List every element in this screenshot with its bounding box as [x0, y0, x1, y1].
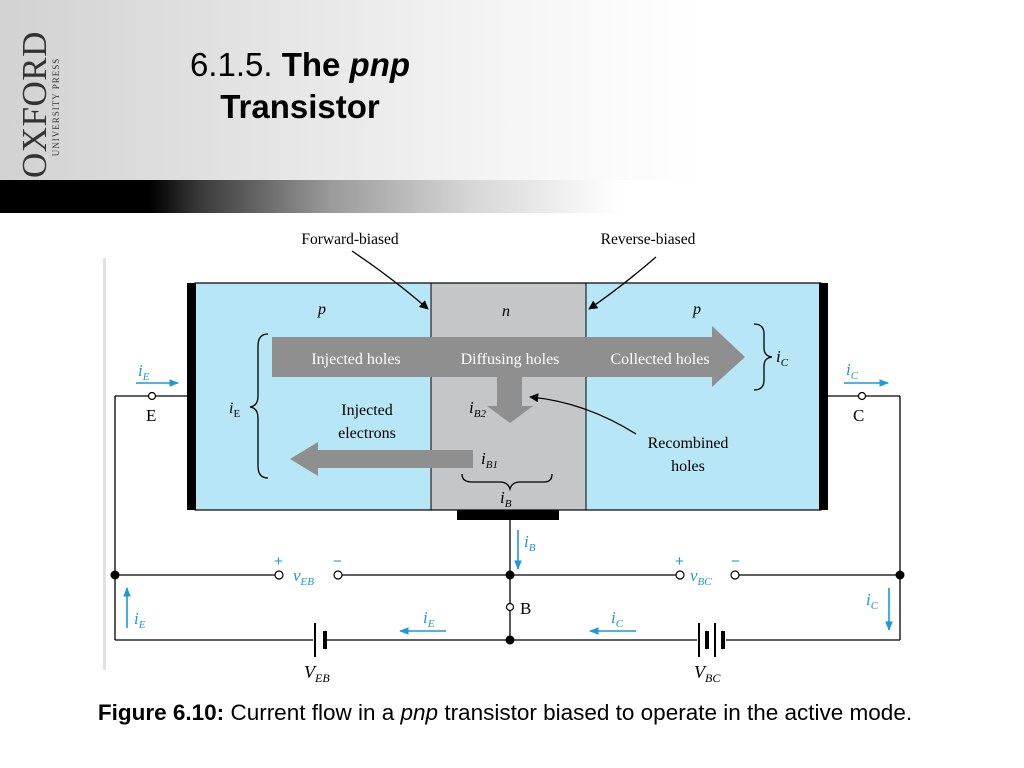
caption-text-after: transistor biased to operate in the acti…	[438, 700, 913, 725]
injected-electrons-label-2: electrons	[338, 425, 396, 442]
title-pnp: pnp	[349, 46, 411, 83]
slide-title: 6.1.5. The pnp Transistor	[150, 44, 450, 128]
ib2-label: iB2	[469, 398, 486, 420]
ic-brace-label: iC	[776, 347, 789, 369]
injected-holes-label: Injected holes	[311, 351, 400, 368]
region-label-p-left: p	[317, 301, 326, 318]
ie-left-label: iE	[134, 609, 146, 631]
base-contact	[457, 510, 559, 520]
region-label-n: n	[502, 303, 510, 320]
junction-dot-center	[505, 570, 515, 580]
vbc-minus-sign: −	[731, 553, 740, 570]
oxford-logo: OXFORD UNIVERSITY PRESS	[15, 18, 62, 178]
junction-dot-right	[895, 570, 905, 580]
ib1-label: iB1	[481, 449, 498, 471]
pnp-transistor-diagram: p n p Injected holes Diffusing holes Col…	[103, 231, 905, 685]
veb-plus-sign: +	[274, 553, 283, 570]
base-terminal	[505, 602, 515, 612]
ie-top-label: iE	[138, 361, 150, 383]
diffusing-holes-label: Diffusing holes	[461, 351, 560, 368]
forward-biased-pointer	[351, 250, 429, 310]
veb-minus-sign: −	[333, 553, 342, 570]
recombined-label-1: Recombined	[648, 435, 729, 452]
injected-electrons-label-1: Injected	[341, 402, 393, 419]
caption-pnp: pnp	[400, 700, 439, 725]
figure-caption: Figure 6.10: Current flow in a pnp trans…	[0, 700, 1010, 726]
recombined-pointer	[529, 393, 637, 435]
title-number: 6.1.5.	[189, 46, 273, 83]
ib-current-label: iB	[524, 532, 536, 554]
ic-bottom-label: iC	[611, 608, 624, 630]
recombination-arrow	[487, 377, 533, 423]
header-background	[0, 0, 1024, 180]
caption-label: Figure 6.10:	[97, 700, 225, 725]
title-transistor: Transistor	[220, 88, 380, 125]
header-band	[0, 180, 1024, 213]
recombined-label-2: holes	[671, 458, 705, 475]
ic-right-label: iC	[866, 590, 879, 612]
ic-brace	[753, 323, 773, 391]
forward-biased-label: Forward-biased	[301, 231, 399, 248]
guide-line	[103, 258, 106, 670]
veb-label: vEB	[293, 566, 314, 588]
p-emitter-region	[195, 283, 431, 510]
vbc-plus-sign: +	[675, 553, 684, 570]
reverse-biased-pointer	[588, 256, 657, 310]
collector-terminal	[857, 391, 867, 401]
emitter-contact	[187, 283, 196, 510]
base-label: B	[520, 599, 531, 618]
collected-holes-label: Collected holes	[610, 351, 709, 368]
vbc-minus-terminal	[730, 570, 740, 580]
ic-top-label: iC	[846, 360, 859, 382]
vbc-label: vBC	[690, 566, 712, 588]
region-label-p-right: p	[692, 301, 701, 318]
reverse-biased-label: Reverse-biased	[601, 231, 696, 248]
ie-bottom-label: iE	[423, 608, 435, 630]
hole-flow-arrow	[272, 326, 745, 387]
p-collector-region	[586, 283, 821, 510]
electron-flow-arrow	[290, 442, 473, 476]
ie-brace	[249, 333, 269, 479]
ie-brace-label: iE	[229, 400, 240, 420]
veb-plus-terminal	[274, 570, 284, 580]
title-the: The	[281, 46, 341, 83]
logo-wordmark: OXFORD	[15, 31, 54, 178]
ib-brace	[461, 473, 553, 492]
vbc-plus-terminal	[675, 570, 685, 580]
ib-brace-label: iB	[500, 488, 512, 510]
veb-battery-label: VEB	[304, 662, 330, 685]
veb-minus-terminal	[333, 570, 343, 580]
collector-label: C	[853, 406, 864, 425]
vbc-battery	[698, 623, 725, 657]
emitter-terminal	[147, 391, 157, 401]
veb-battery	[314, 623, 327, 657]
vbc-battery-label: VBC	[694, 662, 721, 685]
collector-contact	[819, 283, 828, 510]
emitter-label: E	[146, 406, 156, 425]
junction-dot-left	[110, 570, 120, 580]
caption-text-before: Current flow in a	[224, 700, 401, 725]
